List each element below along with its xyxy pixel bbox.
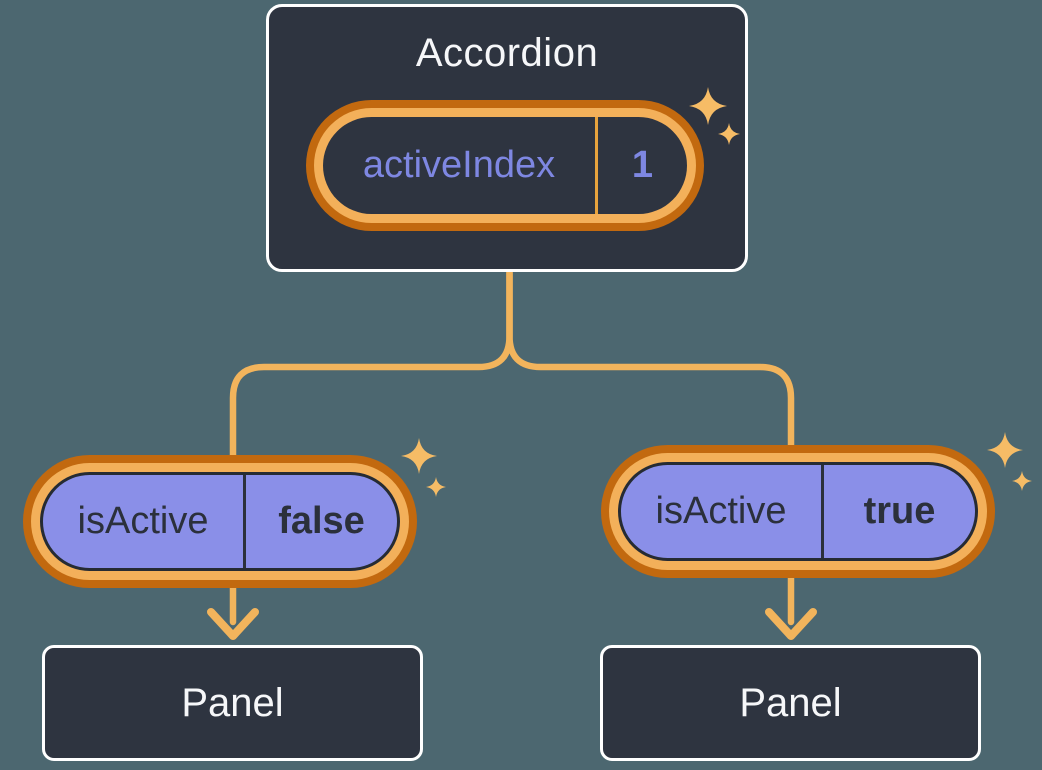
arrowhead-left	[207, 608, 259, 640]
state-value-label: 1	[631, 144, 654, 186]
prop-pill-ring: isActive false	[31, 463, 409, 580]
connector-right-branch	[506, 269, 795, 626]
prop-name-label: isActive	[655, 490, 787, 532]
state-pill-divider	[595, 117, 598, 214]
sparkles-icon	[987, 432, 1032, 491]
prop-value-label: true	[863, 490, 936, 532]
prop-pill-divider	[243, 475, 246, 568]
panel-node-left: Panel	[42, 645, 423, 761]
state-pill-ring: activeIndex 1	[314, 108, 696, 223]
state-pill-activeindex: activeIndex 1	[306, 100, 704, 231]
sparkles-icon	[401, 438, 446, 497]
accordion-node-title: Accordion	[415, 31, 599, 75]
arrowhead-right	[765, 608, 817, 640]
prop-pill-isactive-right: isActive true	[601, 445, 995, 578]
prop-value-label: false	[278, 500, 365, 542]
prop-pill-isactive-left: isActive false	[23, 455, 417, 588]
prop-pill-ring: isActive true	[609, 453, 987, 570]
panel-label: Panel	[181, 680, 284, 725]
panel-label: Panel	[739, 680, 842, 725]
prop-pill-divider	[821, 465, 824, 558]
state-name-label: activeIndex	[362, 144, 556, 186]
sparkles-icon	[689, 87, 740, 145]
prop-name-label: isActive	[77, 500, 209, 542]
panel-node-right: Panel	[600, 645, 981, 761]
